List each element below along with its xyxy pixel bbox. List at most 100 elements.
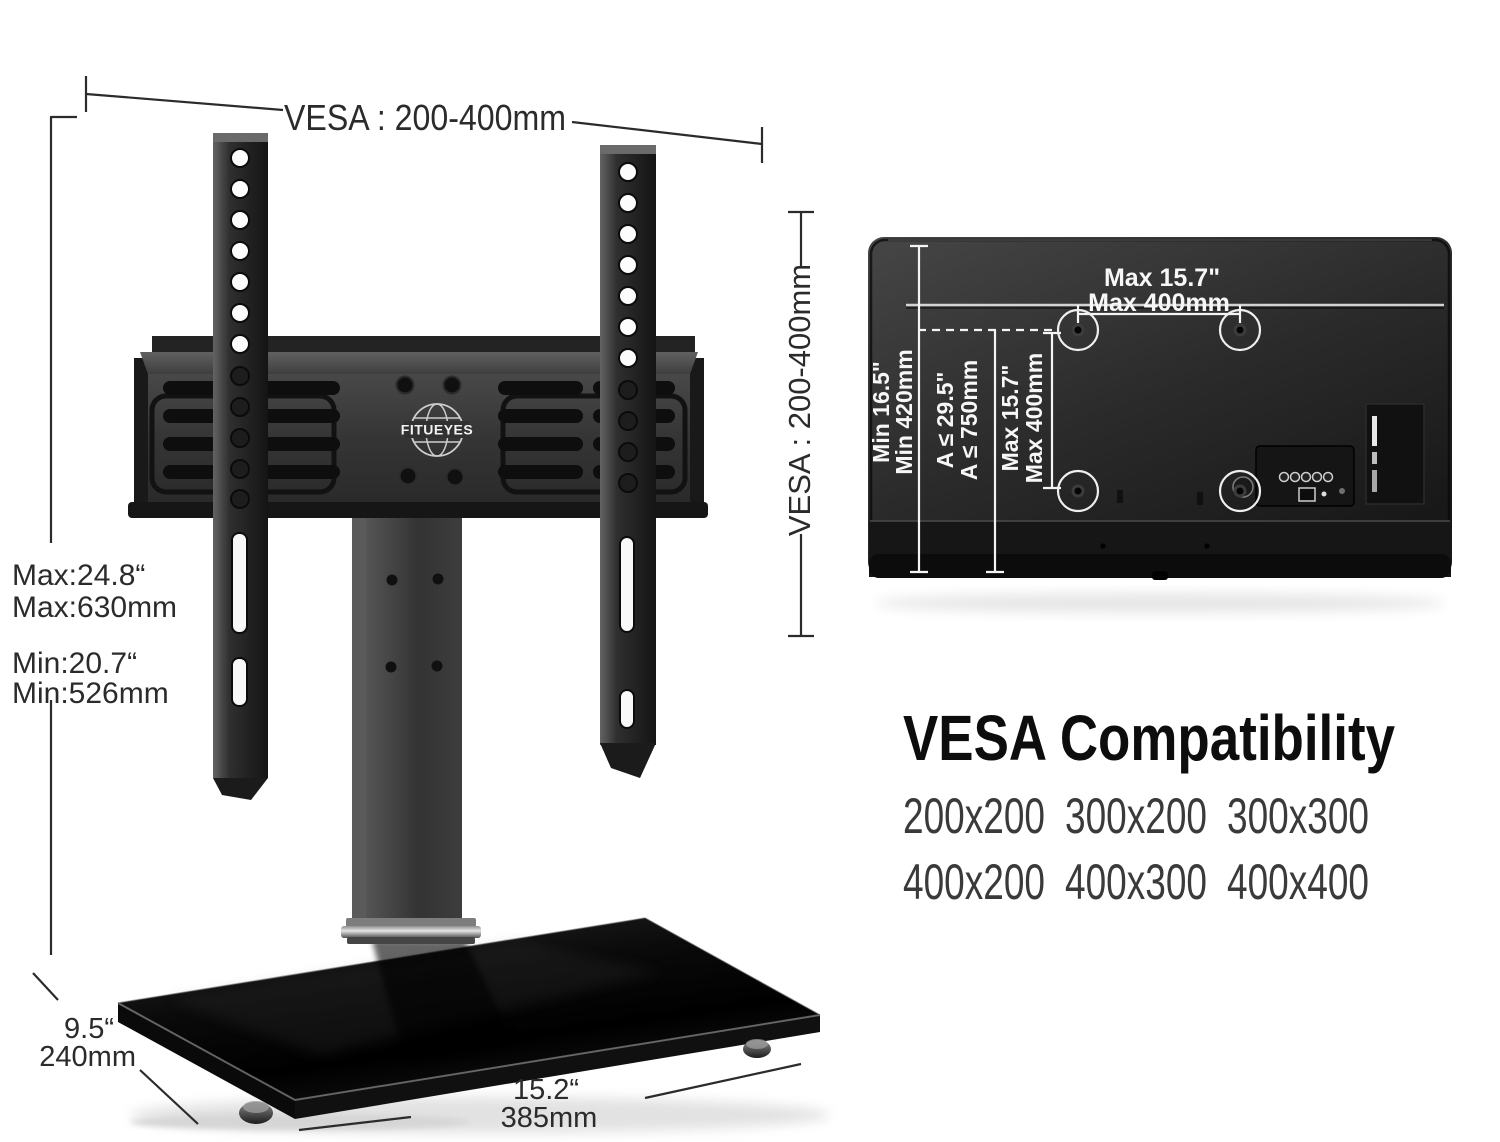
depth-dim-line-lower: [139, 1069, 199, 1125]
top-dim-line-right: [571, 120, 763, 146]
top-vesa-label: VESA : 200-400mm: [284, 97, 566, 138]
column-hole: [385, 661, 397, 673]
tv-mold-mark: [1117, 490, 1123, 503]
tv-shadow: [875, 593, 1445, 613]
right-rail-tip: [600, 743, 656, 778]
left-rail-slot: [231, 532, 248, 634]
base-right-edge: [644, 917, 821, 1016]
right-rail-slot: [619, 689, 635, 729]
column-bevel: [352, 512, 366, 922]
usb-slot-icon: [1372, 470, 1377, 492]
vesa-size: 300x200: [1065, 788, 1207, 844]
height-min-mm: Min:526mm: [12, 677, 169, 710]
base-width-mm: 385mm: [501, 1102, 598, 1134]
av-ports-icon: [1278, 471, 1334, 483]
vesa-title: VESA Compatibility: [903, 702, 1395, 774]
right-rail-holes-dark: [618, 380, 638, 493]
column-hole: [386, 574, 398, 586]
tv-hole-width-mm: Max 400mm: [1088, 289, 1230, 317]
column-hole: [431, 660, 443, 672]
vesa-hole-markers: [1056, 308, 1262, 513]
panel-screw: [1339, 488, 1345, 494]
right-rail: [600, 145, 656, 778]
brand-logo: FITUEYES: [401, 403, 473, 457]
logo-text-band: [404, 421, 470, 438]
plate-top-flange: [140, 352, 698, 374]
width-dim-line-right: [644, 1062, 802, 1100]
bracket-rails: [213, 133, 656, 800]
base-edge-highlight: [117, 1002, 821, 1102]
base-front-side: [295, 1015, 820, 1119]
vesa-size: 200x200: [903, 788, 1045, 844]
column-trim-top: [346, 918, 476, 927]
vesa-hole-circle: [1218, 308, 1262, 352]
vesa-hole: [1071, 323, 1085, 337]
column-face: [366, 512, 462, 924]
base-foot-right-top: [746, 1039, 768, 1049]
vesa-hole: [1233, 484, 1247, 498]
side-vesa-label: VESA : 200-400mm: [782, 264, 817, 536]
column-trim-bottom: [347, 937, 475, 944]
tv-a-distance-mm: A ≤ 750mm: [956, 360, 982, 480]
height-max-mm: Max:630mm: [12, 591, 177, 624]
left-rail-cap: [213, 133, 268, 142]
tv-bottom-edge: [869, 554, 1451, 578]
vesa-size: 400x200: [903, 854, 1045, 910]
tv-mold-mark: [1197, 492, 1203, 505]
tv-height-inches: Min 16.5": [868, 361, 894, 463]
tv-hole-height-inches: Max 15.7": [997, 365, 1023, 472]
vesa-hole: [1233, 323, 1247, 337]
vesa-hole: [1071, 484, 1085, 498]
vesa-compatibility: VESA Compatibility 200x200 300x200 300x3…: [903, 702, 1395, 910]
vesa-hole-circle: [1218, 469, 1262, 513]
hdmi-slot-icon: [1372, 416, 1377, 446]
column-reflection: [372, 940, 515, 1062]
column-trim-band: [341, 926, 481, 938]
vesa-size: 300x300: [1227, 788, 1369, 844]
vesa-size: 400x300: [1065, 854, 1207, 910]
tv-a-distance-inches: A ≤ 29.5": [932, 372, 958, 469]
plate-left-cap: [134, 358, 148, 510]
port-indicator: [1321, 491, 1327, 497]
plate-bottom-lip: [128, 502, 708, 518]
plate-right-cap: [690, 358, 704, 510]
base-depth-inches: 9.5“: [64, 1013, 114, 1045]
brand-logo-text: FITUEYES: [401, 422, 473, 438]
tv-hole-width-inches: Max 15.7": [1104, 264, 1220, 292]
left-rail-tip: [213, 778, 268, 800]
vesa-size: 400x400: [1227, 854, 1369, 910]
left-rail-holes-dark: [230, 366, 250, 509]
tv-port-cluster: [1232, 403, 1425, 507]
left-rail-slot: [231, 657, 248, 707]
plate-screws: [395, 375, 465, 487]
column-hole: [432, 573, 444, 585]
ethernet-port-icon: [1298, 487, 1316, 502]
stand-base: [117, 917, 821, 1124]
base-foot-left-top: [243, 1101, 269, 1113]
base-front-shadow: [130, 1114, 470, 1130]
left-rail-holes: [230, 148, 250, 354]
tv-height-mm: Min 420mm: [891, 349, 917, 474]
vesa-hole-circle: [1056, 469, 1100, 513]
tv-hole-height-mm: Max 400mm: [1021, 353, 1047, 483]
right-rail-slot: [619, 536, 635, 633]
stand-dimensions: [32, 76, 814, 1132]
right-rail-cap: [600, 145, 656, 154]
left-rail: [213, 133, 268, 800]
base-depth-mm: 240mm: [39, 1041, 136, 1073]
hdmi-slot-icon: [1372, 452, 1377, 464]
base-width-inches: 15.2“: [513, 1074, 579, 1106]
tv-bottom-notch: [1152, 571, 1168, 580]
tv-band-screw: [1204, 543, 1210, 549]
width-dim-line-left: [298, 1115, 412, 1132]
height-max-inches: Max:24.8“: [12, 559, 145, 592]
top-dim-line-left: [85, 92, 284, 112]
right-rail-holes: [618, 162, 638, 368]
tv-back-view: Max 15.7" Max 400mm Min 16.5" Min 420mm …: [868, 237, 1452, 580]
vesa-hole-circle: [1056, 308, 1100, 352]
tv-band-screw: [1100, 543, 1106, 549]
tv-dimension-lines: [910, 244, 1242, 574]
base-left-side: [118, 1003, 295, 1119]
